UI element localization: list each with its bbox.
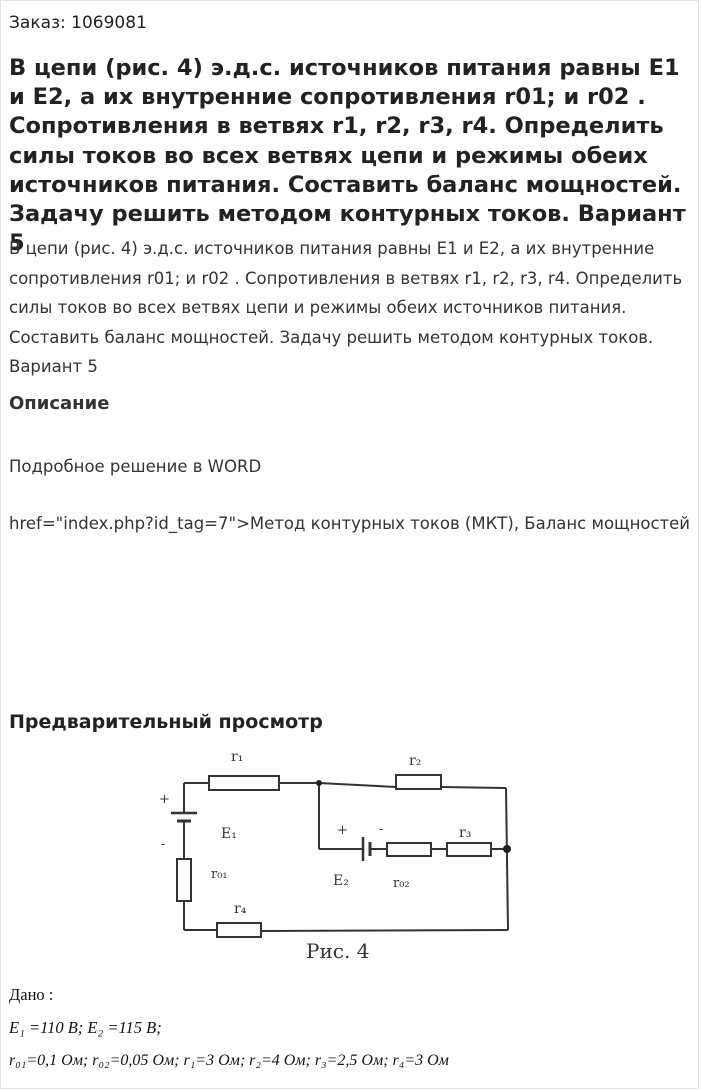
label-r1: r₁ bbox=[231, 749, 243, 765]
given-label: Дано : bbox=[9, 985, 54, 1004]
figure-caption: Рис. 4 bbox=[306, 939, 369, 963]
circuit-diagram: r₁ r₂ r₃ r₄ r₀₁ r₀₂ E₁ E₂ + - + - Рис. 4 bbox=[159, 749, 511, 963]
label-e1: E₁ bbox=[221, 826, 237, 842]
label-e1-plus: + bbox=[159, 792, 170, 807]
label-r01: r₀₁ bbox=[211, 867, 228, 882]
node-right bbox=[503, 845, 511, 853]
resistor-r02 bbox=[386, 842, 432, 857]
resistor-r01 bbox=[176, 858, 192, 902]
order-number: Заказ: 1069081 bbox=[9, 13, 147, 33]
label-e2-plus: + bbox=[337, 823, 348, 838]
description-heading: Описание bbox=[9, 393, 110, 414]
given-resistances: r₀₁=0,1 Ом; r₀₂=0,05 Ом; r₁=3 Ом; r₂=4 О… bbox=[9, 1052, 449, 1069]
resistor-r3 bbox=[446, 842, 492, 857]
resistor-r4 bbox=[216, 922, 262, 938]
label-e2-minus: - bbox=[379, 822, 383, 837]
resistor-r1 bbox=[208, 775, 280, 791]
label-e1-minus: - bbox=[161, 837, 165, 852]
task-title: В цепи (рис. 4) э.д.с. источников питани… bbox=[9, 55, 686, 257]
label-r02: r₀₂ bbox=[393, 876, 410, 891]
preview-heading: Предварительный просмотр bbox=[9, 711, 323, 733]
resistor-r2 bbox=[395, 774, 442, 790]
tags-text: href="index.php?id_tag=7">Метод контурны… bbox=[9, 514, 691, 533]
label-r4: r₄ bbox=[234, 901, 247, 917]
word-note: Подробное решение в WORD bbox=[9, 457, 262, 476]
node-top bbox=[316, 780, 322, 786]
label-e2: E₂ bbox=[333, 873, 349, 889]
task-text: В цепи (рис. 4) э.д.с. источников питани… bbox=[9, 239, 683, 376]
label-r2: r₂ bbox=[409, 753, 421, 769]
label-r3: r₃ bbox=[459, 825, 471, 841]
given-emf: E₁ =110 В; E₂ =115 В; bbox=[9, 1018, 162, 1037]
